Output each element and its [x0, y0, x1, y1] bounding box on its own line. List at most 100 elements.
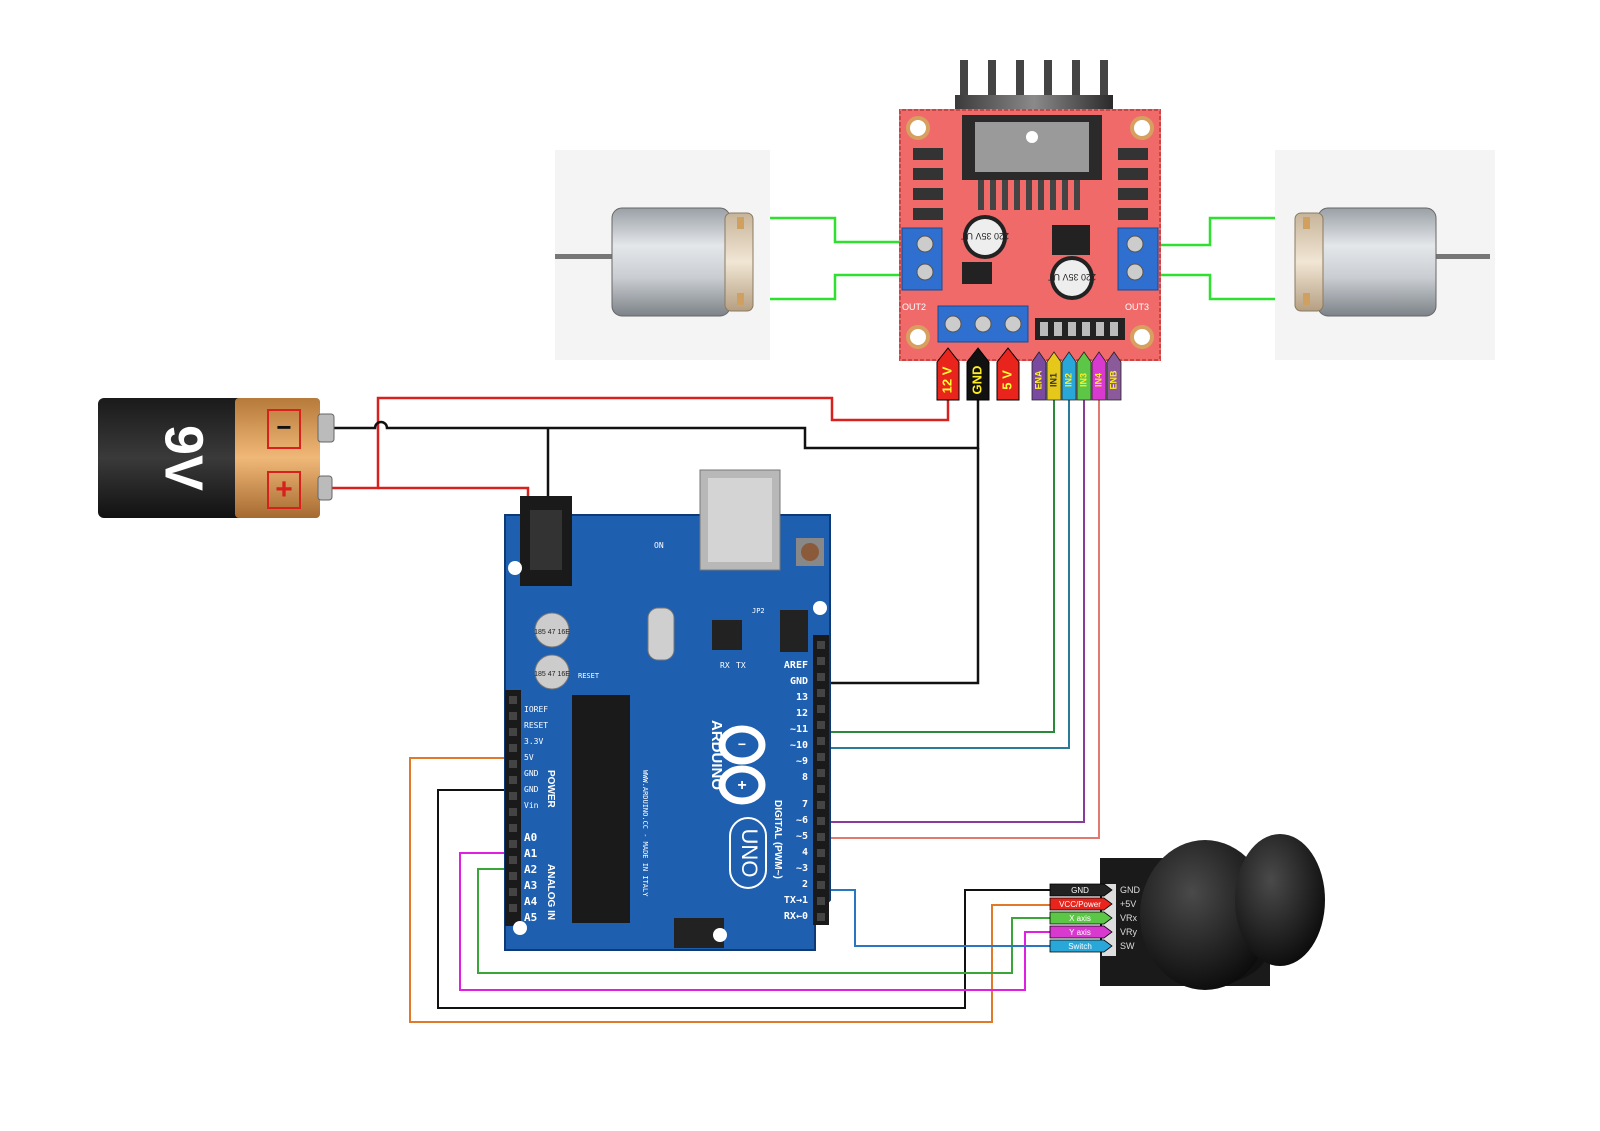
arduino-digital-pin-label: RX←0 — [784, 911, 808, 922]
wires — [332, 216, 1306, 1023]
joystick-board-pin-label: VRx — [1120, 913, 1138, 923]
digital-header-label: DIGITAL (PWM~) — [772, 800, 783, 879]
svg-text:VCC/Power: VCC/Power — [1059, 900, 1101, 909]
capacitor: 185 47 16E — [534, 612, 570, 648]
wire — [332, 396, 950, 490]
header-pin — [509, 776, 517, 784]
header-pin — [817, 769, 825, 777]
arduino-power-pin-label: RESET — [524, 721, 548, 730]
motor-terminal — [1303, 293, 1310, 305]
motor-terminal — [737, 217, 744, 229]
joystick-base — [1140, 840, 1270, 990]
icsp-label: ICSP — [676, 952, 693, 960]
header-pin — [509, 840, 517, 848]
header-pin — [817, 689, 825, 697]
driver-logic-pin-tag: IN4 — [1091, 351, 1107, 401]
header-pin — [817, 737, 825, 745]
rx-label: RX — [720, 661, 730, 670]
battery-positive-terminal — [317, 475, 333, 501]
battery-negative-terminal — [317, 413, 335, 443]
wire — [1135, 273, 1306, 301]
svg-text:UNO: UNO — [737, 829, 762, 878]
wire — [742, 216, 925, 244]
driver-logic-pin-tag: IN3 — [1076, 351, 1092, 401]
svg-text:220 35V UT: 220 35V UT — [1047, 272, 1096, 282]
driver-logic-pin-tag: ENB — [1106, 351, 1122, 401]
header-pin — [817, 865, 825, 873]
crystal — [647, 607, 675, 661]
arduino-power-pin-label: 5V — [524, 753, 534, 762]
motor-terminal — [1303, 217, 1310, 229]
mounting-hole — [906, 325, 930, 349]
header-pin — [509, 792, 517, 800]
header-pin — [509, 728, 517, 736]
driver-power-pin-tag: GND — [966, 347, 990, 401]
header-pin — [509, 824, 517, 832]
motor-shaft — [555, 254, 615, 259]
driver-power-pin-tag: 5 V — [996, 347, 1020, 401]
header-pin — [817, 913, 825, 921]
joystick-board-pin-label: SW — [1120, 941, 1135, 951]
left-dc-motor — [555, 150, 770, 360]
arduino-infinity-logo: − + — [718, 725, 766, 805]
capacitor: 185 47 16E — [534, 654, 570, 690]
svg-text:12 V: 12 V — [939, 366, 954, 393]
tx-label: TX — [736, 661, 746, 670]
battery-minus-box — [267, 409, 301, 449]
arduino-digital-pin-label: 8 — [802, 772, 808, 783]
svg-text:GND: GND — [969, 366, 984, 395]
chip-legs — [978, 180, 1080, 210]
icsp2-header — [780, 610, 808, 652]
joystick-pin-tag: VCC/Power — [1049, 897, 1113, 911]
wire — [378, 486, 530, 496]
driver-logic-pin-tag: ENA — [1031, 351, 1047, 401]
arduino-website-text: WWW.ARDUINO.CC - MADE IN ITALY — [641, 770, 649, 897]
wire — [830, 400, 1070, 749]
wire — [1135, 216, 1306, 247]
mounting-hole — [813, 601, 827, 615]
header-pin — [817, 833, 825, 841]
battery-voltage-label: 9V — [154, 425, 214, 491]
arduino-analog-pin-label: A1 — [524, 847, 538, 860]
diodes-right — [1118, 148, 1148, 220]
header-pin — [817, 881, 825, 889]
svg-text:GND: GND — [1071, 886, 1089, 895]
arduino-analog-pin-label: A2 — [524, 863, 537, 876]
wire — [409, 757, 1050, 1023]
arduino-digital-pin-label: TX→1 — [784, 895, 808, 906]
right-dc-motor — [1275, 150, 1495, 360]
header-pin — [817, 801, 825, 809]
arduino-digital-pin-label: 12 — [796, 708, 808, 719]
svg-text:Y axis: Y axis — [1069, 928, 1091, 937]
driver-logic-pin-tag: IN2 — [1061, 351, 1077, 401]
header-pin — [817, 849, 825, 857]
svg-text:Switch: Switch — [1068, 942, 1092, 951]
wire — [830, 400, 1085, 823]
arduino-digital-pin-label: 4 — [802, 847, 808, 858]
arduino-analog-pin-label: A4 — [524, 895, 538, 908]
joystick-board-pin-label: VRy — [1120, 927, 1138, 937]
arduino-digital-pin-label: 2 — [802, 879, 808, 890]
arduino-digital-pin-label: ~10 — [790, 740, 808, 751]
wire — [477, 868, 1050, 974]
arduino-analog-pin-label: A5 — [524, 911, 537, 924]
header-pin — [509, 696, 517, 704]
header-pin — [509, 904, 517, 912]
mounting-hole — [1130, 325, 1154, 349]
voltage-regulator — [1052, 225, 1090, 255]
arduino-digital-pin-label: ~9 — [796, 756, 808, 767]
arduino-power-pin-label: GND — [524, 785, 539, 794]
svg-text:IN1: IN1 — [1048, 373, 1058, 387]
svg-text:IN2: IN2 — [1063, 373, 1073, 387]
power-header-label: POWER — [545, 770, 556, 809]
out3-terminal: OUT3 — [1117, 227, 1159, 312]
svg-text:X axis: X axis — [1069, 914, 1091, 923]
header-pin — [817, 897, 825, 905]
svg-text:ENB: ENB — [1108, 370, 1118, 390]
arduino-analog-pin-label: A3 — [524, 879, 537, 892]
header-pin — [817, 641, 825, 649]
